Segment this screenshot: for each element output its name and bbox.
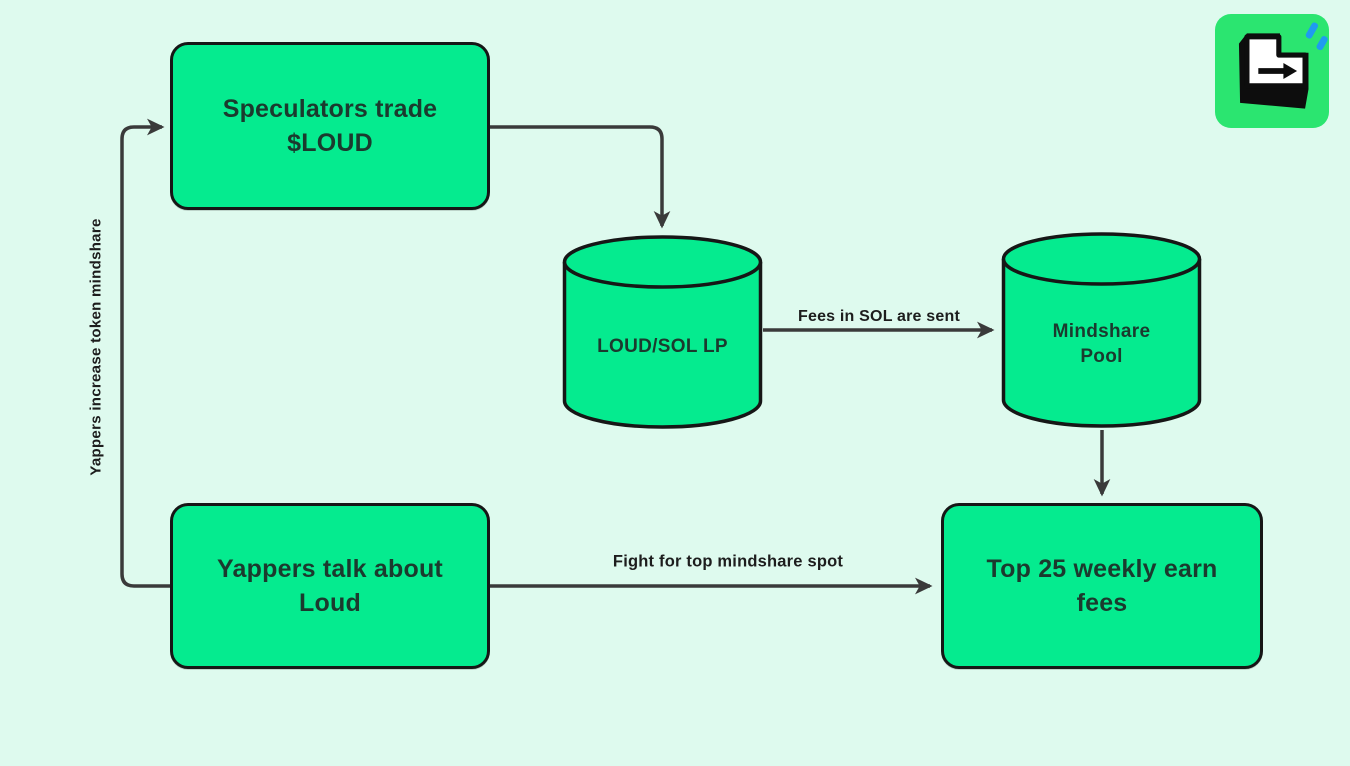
node-speculators-label: Speculators trade $LOUD (222, 94, 438, 158)
cylinder-loud-sol-lp: LOUD/SOL LP (561, 234, 764, 430)
edge-yappers-to-speculators (120, 118, 170, 588)
node-yappers-talk-about-loud: Yappers talk about Loud (170, 503, 490, 669)
cylinder-loud-sol-lp-label: LOUD/SOL LP (561, 234, 764, 430)
mindshare-pool-text: Mindshare Pool (1052, 321, 1151, 367)
loud-sol-lp-text: LOUD/SOL LP (597, 335, 728, 357)
loud-logo-badge (1215, 14, 1329, 128)
enter-key-icon (1238, 22, 1328, 109)
cylinder-mindshare-pool-label: Mindshare Pool (1000, 231, 1203, 429)
node-yappers-label: Yappers talk about Loud (217, 554, 443, 618)
cylinder-mindshare-pool-shape (1001, 232, 1202, 428)
node-top25-label: Top 25 weekly earn fees (986, 554, 1218, 618)
edge-label-fees-in-sol: Fees in SOL are sent (798, 308, 960, 325)
edge-label-yappers-increase-mindshare: Yappers increase token mindshare (87, 218, 105, 476)
node-speculators-trade-loud: Speculators trade $LOUD (170, 42, 490, 210)
edge-speculators-to-loudsol (490, 125, 671, 229)
cylinder-mindshare-pool: Mindshare Pool (1000, 231, 1203, 429)
node-top25-weekly-earn-fees: Top 25 weekly earn fees (941, 503, 1263, 669)
edge-label-fight-for-mindshare: Fight for top mindshare spot (612, 552, 844, 571)
cylinder-loud-sol-lp-shape (562, 235, 763, 429)
